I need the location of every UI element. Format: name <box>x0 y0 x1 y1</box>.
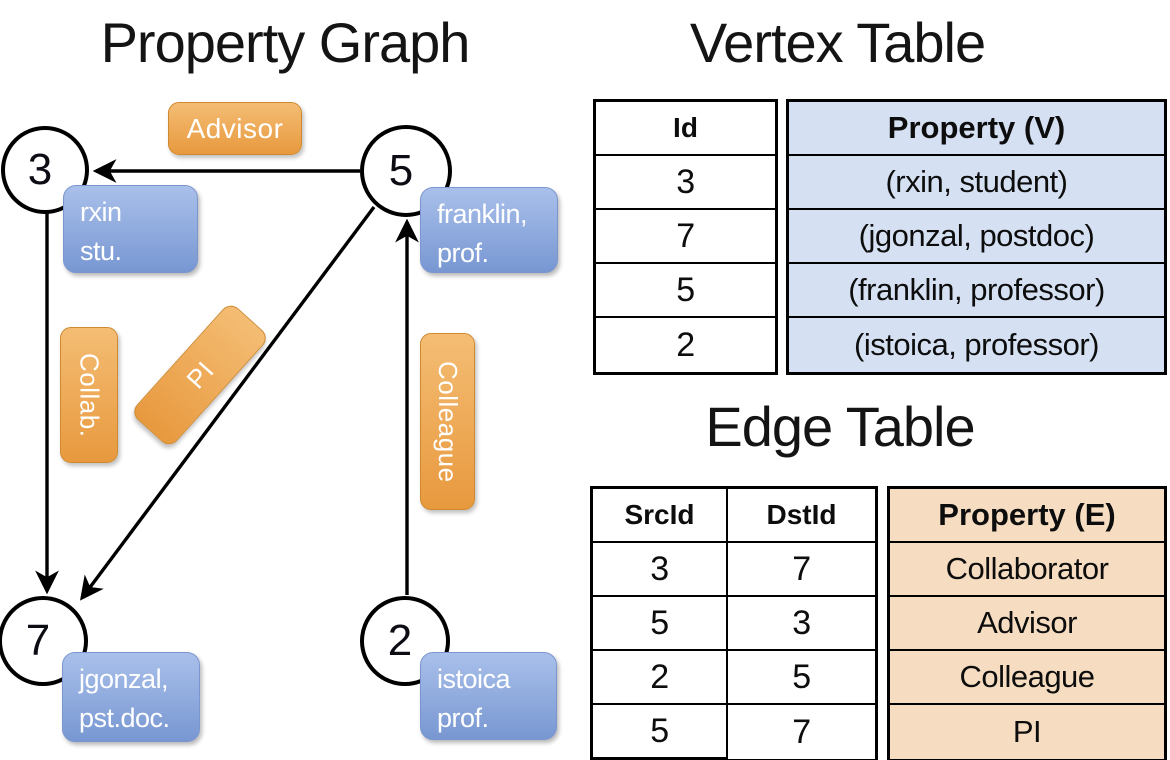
vertex-table-id-header: Id <box>596 102 775 156</box>
edge-table-dstid-cell: 3 <box>728 597 875 651</box>
vertex-property-label-franklin: franklin, prof. <box>420 187 558 273</box>
vertex-property-line: prof. <box>437 702 489 733</box>
edge-table-srcid-cell: 5 <box>593 705 728 759</box>
vertex-table-title: Vertex Table <box>689 11 986 74</box>
vertex-property-line: istoica <box>437 664 511 694</box>
graph-edges-layer <box>35 159 419 601</box>
graph-node-2: 2 <box>360 596 450 686</box>
edge-table-id-columns: SrcId DstId 3 7 5 3 2 5 5 7 <box>590 486 878 760</box>
vertex-table-id-cell: 5 <box>596 264 775 318</box>
vertex-property-line: rxin <box>80 197 122 227</box>
edge-label-text: PI <box>179 355 220 395</box>
vertex-property-label-istoica: istoica prof. <box>420 652 557 740</box>
edge-table-property-cell: PI <box>890 705 1164 759</box>
node-id-label: 2 <box>387 616 413 665</box>
edge-label-collab: Collab. <box>60 327 118 463</box>
vertex-property-label-jgonzal: jgonzal, pst.doc. <box>62 652 200 742</box>
edge-label-colleague: Colleague <box>420 333 475 510</box>
vertex-property-line: jgonzal, <box>79 664 169 694</box>
edge-pi-arrow <box>80 205 376 601</box>
vertex-table-id-cell: 3 <box>596 156 775 210</box>
edge-table-dstid-cell: 5 <box>728 651 875 705</box>
vertex-table-property-cell: (istoica, professor) <box>789 318 1164 372</box>
property-graph-title: Property Graph <box>100 11 471 74</box>
vertex-table-id-column: Id 3 7 5 2 <box>593 99 778 375</box>
edge-label-text: Collab. <box>74 352 105 438</box>
edge-table-property-column: Property (E) Collaborator Advisor Collea… <box>887 486 1167 760</box>
edge-table-property-header: Property (E) <box>890 489 1164 543</box>
vertex-table-property-column: Property (V) (rxin, student) (jgonzal, p… <box>786 99 1167 375</box>
edge-label-advisor: Advisor <box>168 102 302 155</box>
vertex-table-id-cell: 7 <box>596 210 775 264</box>
edge-table-srcid-header: SrcId <box>593 489 728 543</box>
edge-table-property-cell: Advisor <box>890 597 1164 651</box>
vertex-table-property-header: Property (V) <box>789 102 1164 156</box>
vertex-property-line: franklin, <box>437 199 528 229</box>
vertex-table-property-cell: (jgonzal, postdoc) <box>789 210 1164 264</box>
edge-table-dstid-cell: 7 <box>728 543 875 597</box>
vertex-property-line: stu. <box>80 235 122 266</box>
vertex-table-property-cell: (franklin, professor) <box>789 264 1164 318</box>
edge-label-text: Colleague <box>433 360 463 483</box>
edge-table-srcid-cell: 2 <box>593 651 728 705</box>
node-id-label: 7 <box>25 616 51 665</box>
edge-table-property-cell: Collaborator <box>890 543 1164 597</box>
edge-table-srcid-cell: 5 <box>593 597 728 651</box>
edge-table-srcid-cell: 3 <box>593 543 728 597</box>
vertex-property-label-rxin: rxin stu. <box>63 185 198 273</box>
edge-label-text: Advisor <box>186 112 284 144</box>
graph-node-5: 5 <box>360 125 452 217</box>
vertex-table-id-cell: 2 <box>676 325 695 364</box>
vertex-table-property-cell: (rxin, student) <box>789 156 1164 210</box>
node-id-label: 3 <box>27 145 53 194</box>
edge-table-title: Edge Table <box>705 395 975 458</box>
edge-table-dstid-cell: 7 <box>792 712 811 751</box>
edge-table-property-cell: Colleague <box>890 651 1164 705</box>
edge-table-dstid-header: DstId <box>728 489 875 543</box>
node-id-label: 5 <box>388 146 414 195</box>
vertex-property-line: pst.doc. <box>79 702 170 733</box>
vertex-property-line: prof. <box>437 237 489 268</box>
